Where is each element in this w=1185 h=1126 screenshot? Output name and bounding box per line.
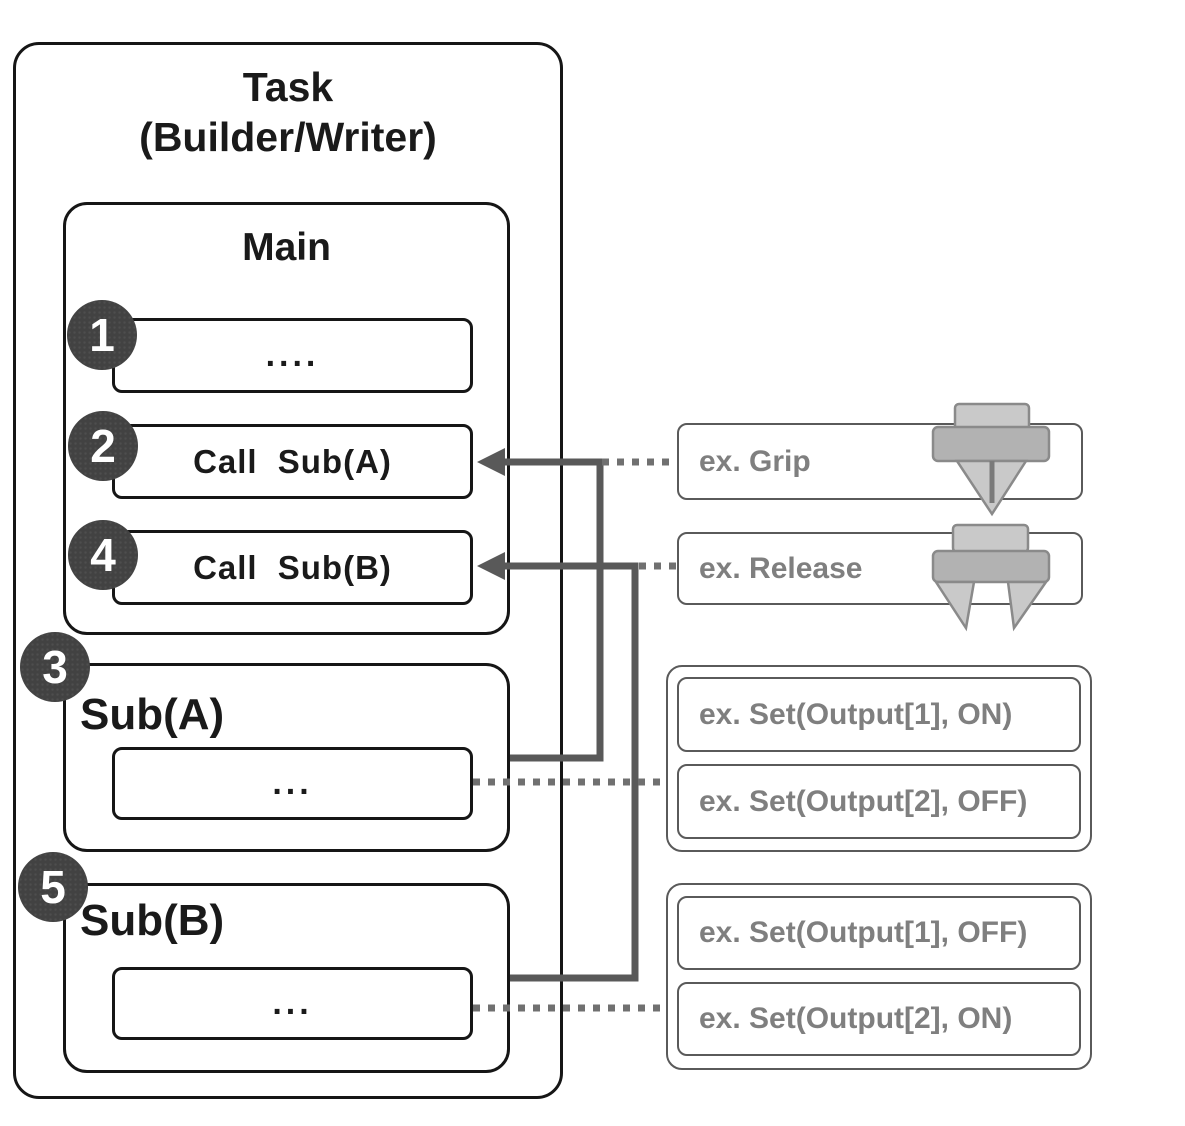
example-group-sub-b: ex. Set(Output[1], OFF) ex. Set(Output[2…	[666, 883, 1092, 1070]
example-set-b2-label: ex. Set(Output[2], ON)	[699, 1002, 1013, 1035]
task-title-line1: Task	[242, 64, 334, 110]
main-step-1-label: ....	[265, 336, 320, 374]
example-group-sub-a: ex. Set(Output[1], ON) ex. Set(Output[2]…	[666, 665, 1092, 852]
main-step-1-box: ....	[112, 318, 473, 393]
example-release-box: ex. Release	[677, 532, 1083, 605]
main-step-call-sub-b-box: Call Sub(B)	[112, 530, 473, 605]
example-set-b1-box: ex. Set(Output[1], OFF)	[677, 896, 1081, 970]
call-sub-a-label: Call Sub(A)	[193, 442, 392, 480]
sub-a-body-box: ...	[112, 747, 473, 820]
badge-1: 1	[67, 300, 137, 370]
task-title: Task (Builder/Writer)	[13, 62, 563, 162]
main-title: Main	[242, 226, 331, 269]
badge-5: 5	[18, 852, 88, 922]
example-set-b2-box: ex. Set(Output[2], ON)	[677, 982, 1081, 1056]
example-release-label: ex. Release	[699, 551, 863, 585]
example-grip-label: ex. Grip	[699, 444, 811, 478]
example-set-a2-label: ex. Set(Output[2], OFF)	[699, 784, 1028, 818]
badge-3: 3	[20, 632, 90, 702]
badge-4: 4	[68, 520, 138, 590]
sub-a-body-dots: ...	[272, 764, 313, 802]
sub-b-body-dots: ...	[272, 984, 313, 1022]
main-step-call-sub-a-box: Call Sub(A)	[112, 424, 473, 499]
task-title-line2: (Builder/Writer)	[139, 114, 437, 161]
sub-b-title: Sub(B)	[80, 896, 225, 945]
sub-a-title: Sub(A)	[80, 690, 225, 739]
example-set-a1-box: ex. Set(Output[1], ON)	[677, 677, 1081, 752]
example-set-a2-box: ex. Set(Output[2], OFF)	[677, 764, 1081, 839]
sub-b-body-box: ...	[112, 967, 473, 1040]
example-grip-box: ex. Grip	[677, 423, 1083, 500]
example-set-a1-label: ex. Set(Output[1], ON)	[699, 697, 1013, 731]
call-sub-b-label: Call Sub(B)	[193, 548, 392, 586]
example-set-b1-label: ex. Set(Output[1], OFF)	[699, 916, 1028, 949]
badge-2: 2	[68, 411, 138, 481]
